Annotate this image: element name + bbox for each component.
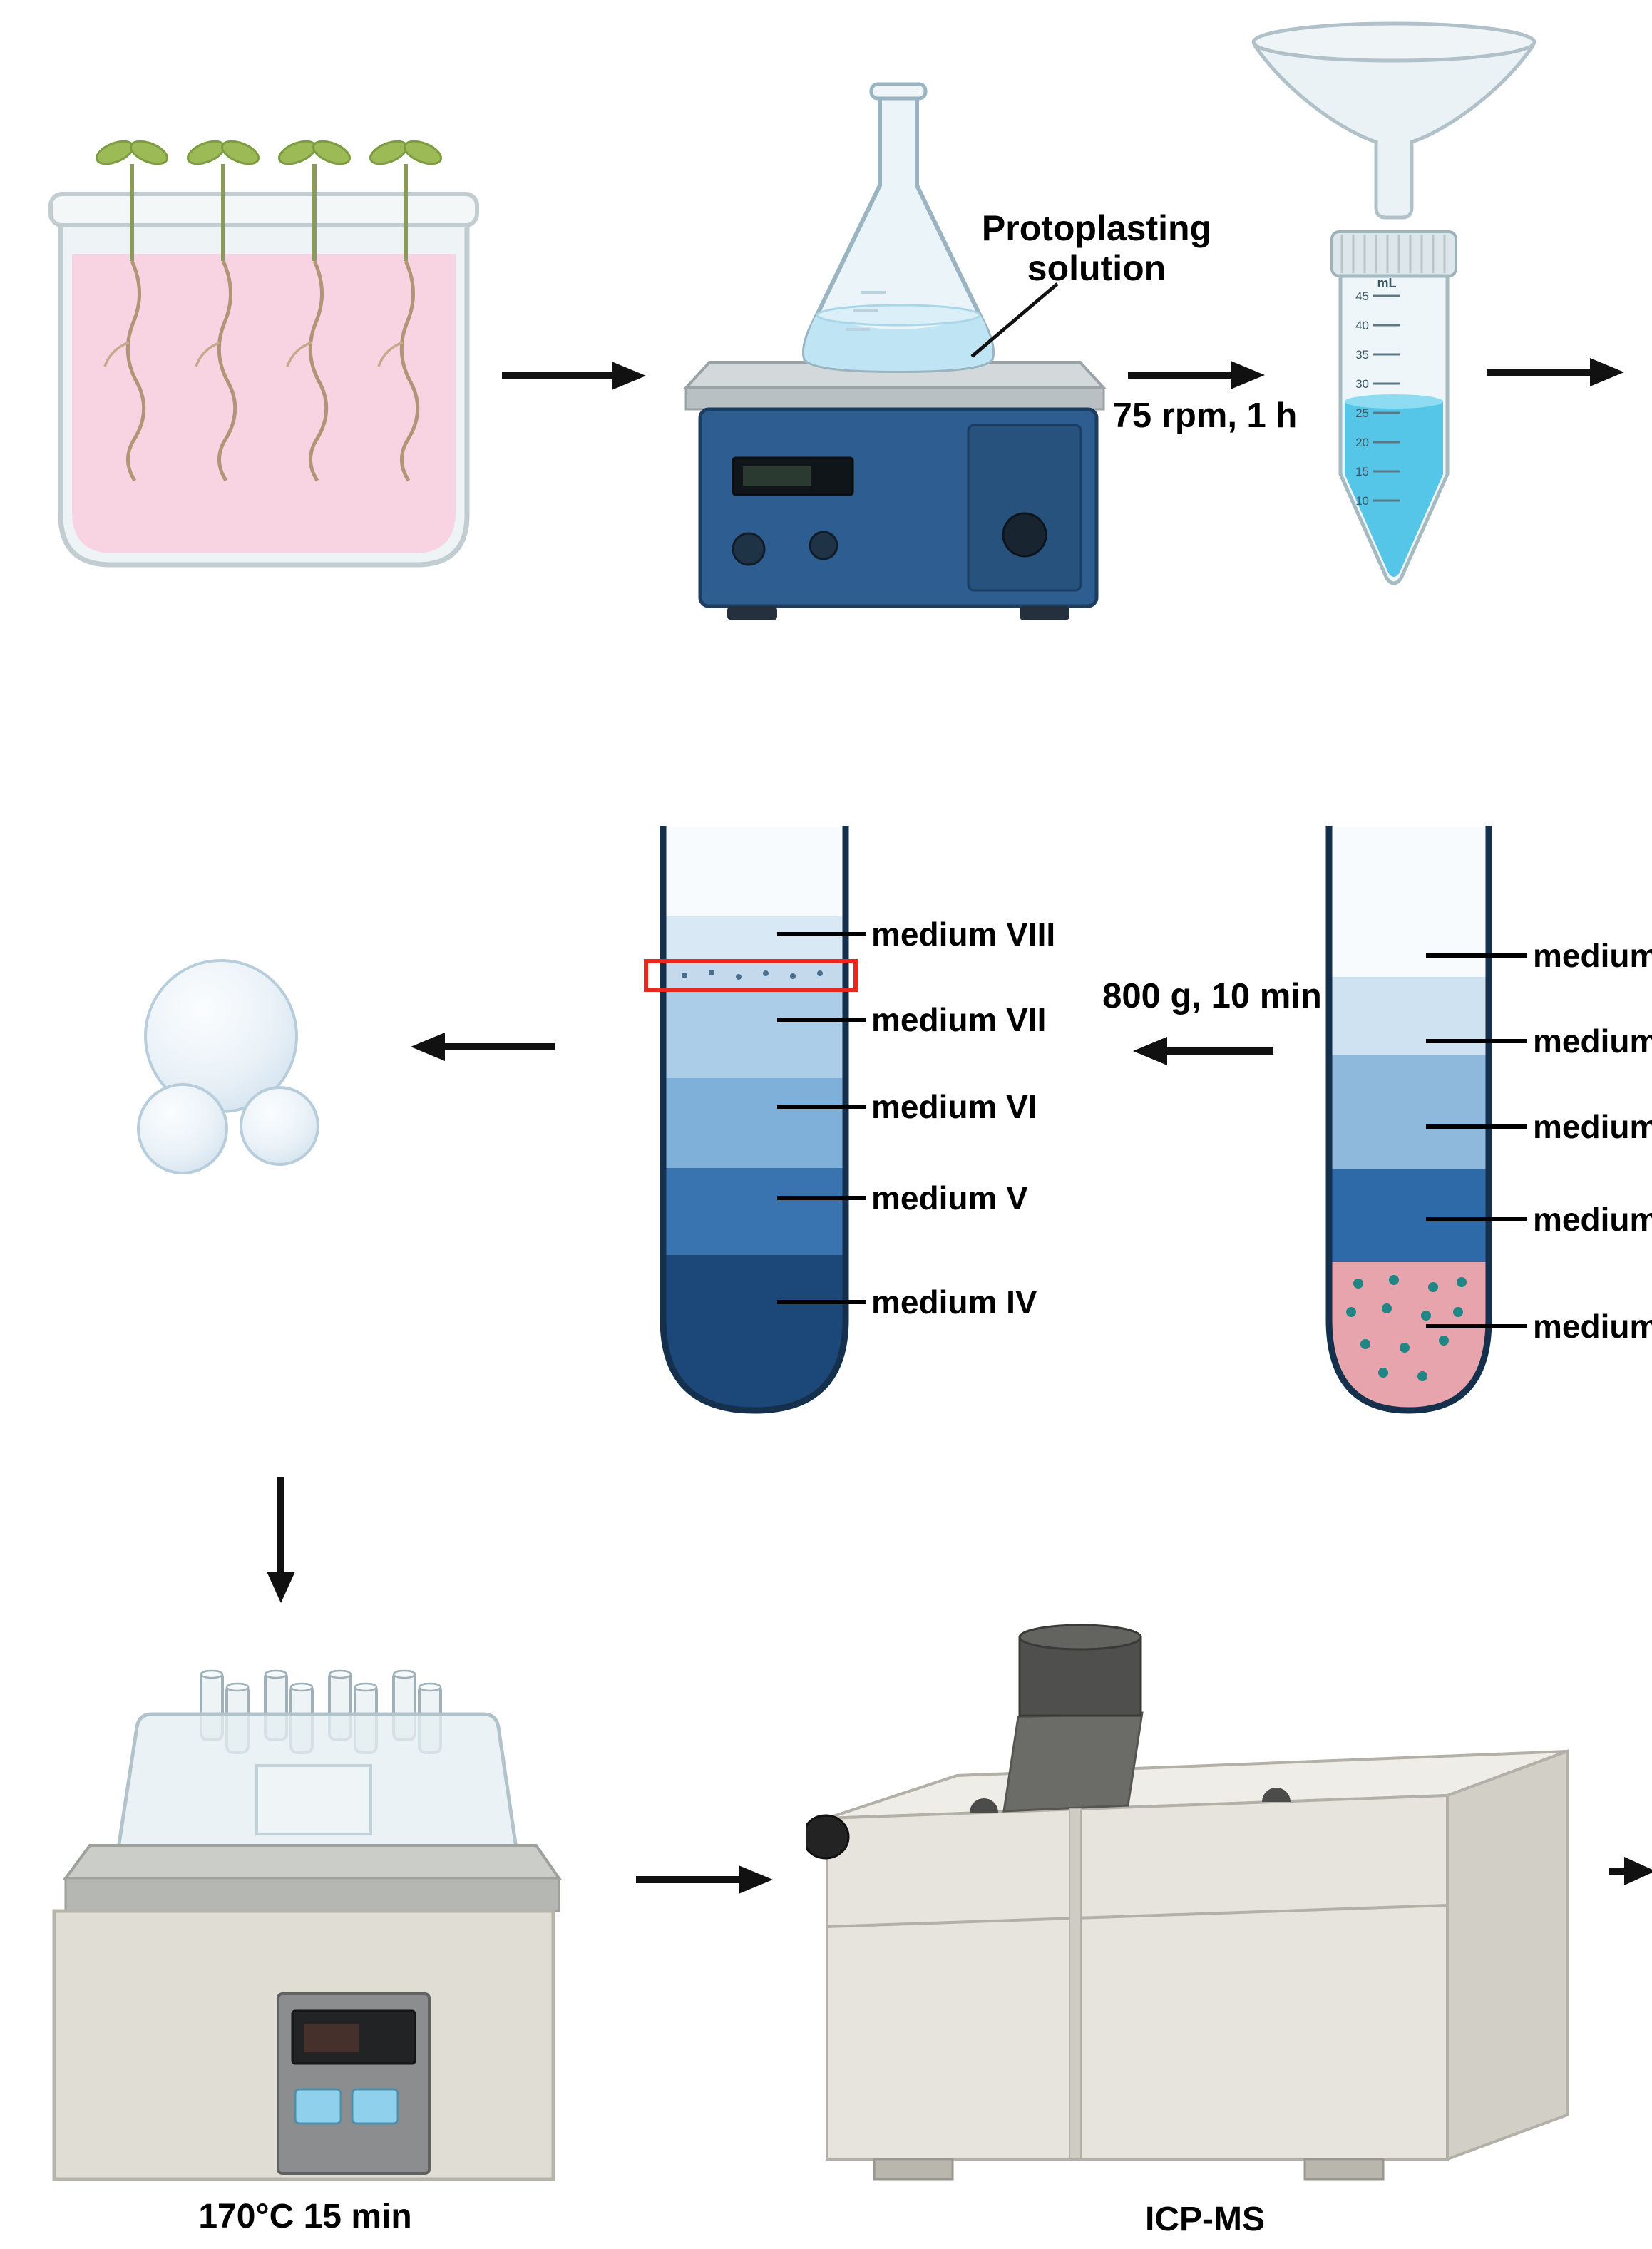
label-medium-clipped: medium xyxy=(1533,1201,1652,1238)
label-medium-clipped: medium xyxy=(1533,937,1652,974)
stirrer-foot-left xyxy=(727,606,777,620)
svg-text:30: 30 xyxy=(1355,377,1369,391)
gradient-layers-before xyxy=(1332,827,1486,1408)
icpms-bump-right xyxy=(1262,1788,1291,1802)
gradient-tube-after-centrifugation: medium VIII medium VII medium VI medium … xyxy=(644,826,1055,1414)
gradient-tube-before-centrifugation: medium medium medium medium medium xyxy=(1325,826,1652,1414)
tube-after-tick-lines xyxy=(777,932,866,1304)
icpms-top-port-cap xyxy=(1018,1624,1142,1651)
tube-suspension xyxy=(1345,401,1443,577)
icpms-front-seam xyxy=(826,1904,1448,1928)
protoplast-band-highlight-box xyxy=(644,959,858,992)
stirrer-main-knob xyxy=(1002,512,1047,558)
stirrer-foot-right xyxy=(1020,606,1069,620)
svg-text:15: 15 xyxy=(1355,465,1369,478)
bath-rim-top xyxy=(63,1844,562,1880)
protoplasting-solution-line2: solution xyxy=(1027,248,1166,288)
arrow-step-6-icon xyxy=(636,1865,773,1894)
icp-ms-instrument xyxy=(806,1624,1569,2181)
seedling-culture-beaker xyxy=(48,121,479,568)
instrument-label: ICP-MS xyxy=(1145,2201,1265,2238)
stirrer-plate-front xyxy=(684,386,1105,411)
bath-button-2 xyxy=(351,2088,399,2125)
label-medium-clipped: medium xyxy=(1533,1308,1652,1345)
arrow-step-2-icon xyxy=(1128,361,1265,389)
stirrer-knob-1 xyxy=(732,532,766,566)
tube-after-labels: medium VIII medium VII medium VI medium … xyxy=(871,916,1055,1321)
label-medium-viii: medium VIII xyxy=(871,916,1055,953)
bath-display-window xyxy=(304,2024,359,2052)
protoplasting-solution-label: Protoplasting solution xyxy=(954,208,1239,288)
svg-text:35: 35 xyxy=(1355,348,1369,362)
water-bath xyxy=(52,1669,562,2181)
arrow-step-1-icon xyxy=(502,362,646,390)
funnel xyxy=(1253,46,1535,220)
protoplasting-solution-line1: Protoplasting xyxy=(981,208,1212,248)
bath-lid xyxy=(116,1712,518,1850)
protoplast-small-right xyxy=(240,1086,319,1166)
stirrer-display-window xyxy=(743,466,811,486)
label-medium-v: medium V xyxy=(871,1179,1028,1216)
label-medium-clipped: medium xyxy=(1533,1023,1652,1060)
bath-button-1 xyxy=(294,2088,342,2125)
svg-text:20: 20 xyxy=(1355,436,1369,449)
arrow-step-down-icon xyxy=(267,1477,295,1603)
beaker-solution xyxy=(72,254,456,553)
svg-text:10: 10 xyxy=(1355,494,1369,508)
bath-rim-front xyxy=(64,1877,560,1912)
beaker-rim xyxy=(48,192,479,227)
tube-before-outline xyxy=(1325,826,1492,1414)
arrow-step-7-icon xyxy=(1609,1857,1652,1885)
protoplasting-pointer-line xyxy=(970,282,1059,358)
centrifuge-condition-label: 800 g, 10 min xyxy=(1102,977,1322,1015)
arrow-step-5-icon xyxy=(1133,1037,1273,1065)
svg-text:45: 45 xyxy=(1355,290,1369,303)
digestion-condition-label: 170°C 15 min xyxy=(198,2198,412,2235)
svg-text:40: 40 xyxy=(1355,319,1369,332)
stirrer-right-panel xyxy=(967,424,1082,592)
svg-text:25: 25 xyxy=(1355,406,1369,420)
stirrer-knob-2 xyxy=(809,531,838,560)
label-medium-vi: medium VI xyxy=(871,1088,1037,1125)
cell-dots xyxy=(1346,1275,1467,1381)
tube-scale-numbers: 45 40 35 30 25 20 15 10 xyxy=(1355,290,1369,508)
icpms-bump-left xyxy=(970,1798,998,1813)
icpms-front-face xyxy=(826,1793,1449,2161)
icpms-front-divider xyxy=(1069,1808,1082,2160)
label-medium-clipped: medium xyxy=(1533,1108,1652,1145)
icpms-side-knob xyxy=(806,1814,850,1860)
gradient-layers-after xyxy=(666,827,843,1408)
tube-unit-label: mL xyxy=(1377,276,1397,290)
protoplast-small-left xyxy=(137,1083,228,1174)
bath-lid-inset xyxy=(255,1764,372,1835)
label-medium-iv: medium IV xyxy=(871,1284,1037,1321)
icpms-port-strip xyxy=(1002,1711,1144,1813)
arrow-step-4-icon xyxy=(411,1033,555,1061)
tube-suspension-surface xyxy=(1345,394,1443,409)
flask-graduations xyxy=(846,291,886,331)
tube-before-tick-lines xyxy=(1426,953,1527,1328)
icpms-foot-right xyxy=(1303,2158,1385,2181)
tube-cap-ridges xyxy=(1340,235,1446,273)
magnetic-stirrer-with-flask xyxy=(682,82,1107,620)
funnel-rim xyxy=(1251,21,1536,63)
tube-before-labels: medium medium medium medium medium xyxy=(1533,937,1652,1345)
flask-liquid-surface xyxy=(816,304,981,327)
label-medium-vii: medium VII xyxy=(871,1001,1046,1038)
tube-after-outline xyxy=(660,826,849,1414)
flask-neck-lip xyxy=(869,82,928,101)
icpms-side-face xyxy=(1446,1749,1569,2161)
shake-condition-label: 75 rpm, 1 h xyxy=(1112,396,1298,435)
tube-scale-ticks xyxy=(1373,294,1400,502)
funnel-and-conical-tube: mL 45 40 35 30 25 20 15 10 xyxy=(1251,21,1536,585)
protoplast-band-dots xyxy=(682,970,823,980)
isolated-protoplasts xyxy=(137,959,319,1174)
tube-cap xyxy=(1330,230,1457,277)
arrow-step-3-icon xyxy=(1487,358,1624,386)
icpms-foot-left xyxy=(873,2158,954,2181)
